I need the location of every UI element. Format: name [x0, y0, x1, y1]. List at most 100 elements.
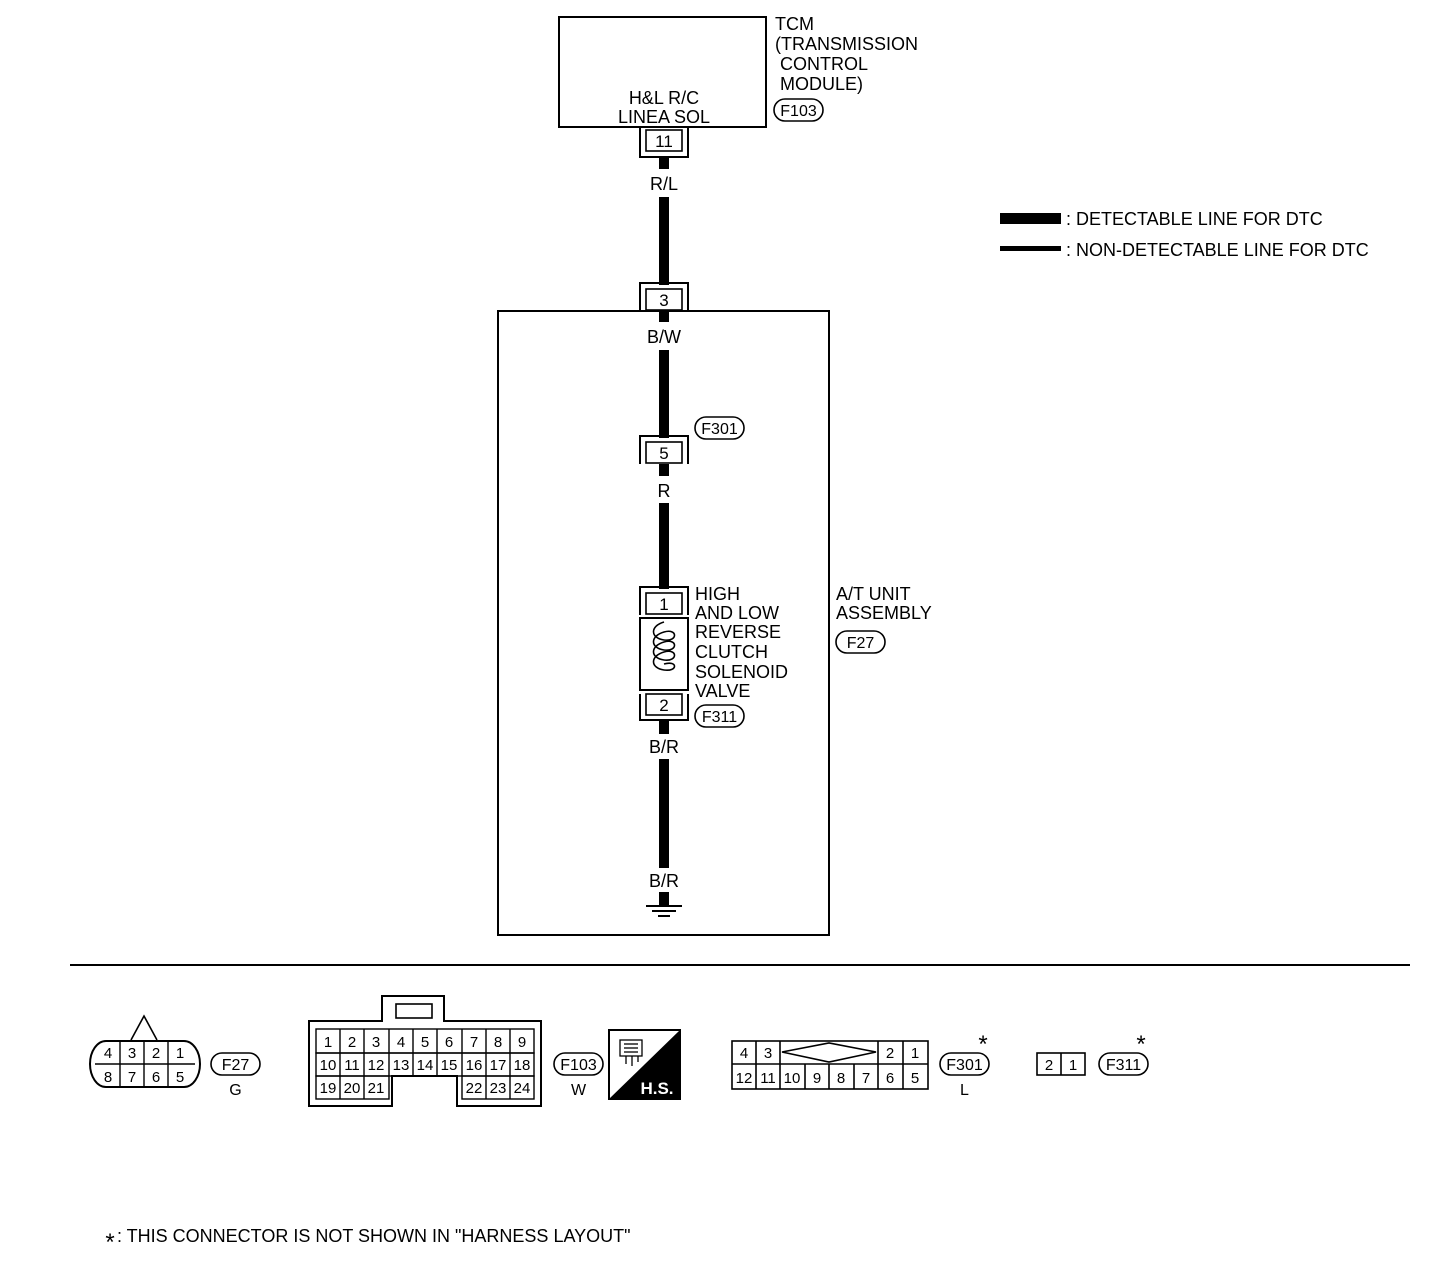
- tcm-terminal-label-1: H&L R/C: [629, 88, 699, 108]
- f103-pin: 24: [514, 1080, 531, 1097]
- wire-segment: [659, 464, 669, 476]
- at-unit-connector-badge: [835, 630, 886, 654]
- junction-connector-id: F301: [701, 421, 738, 438]
- wire-segment: [659, 312, 669, 322]
- tcm-connector-badge: [773, 98, 824, 122]
- f27-id: F27: [222, 1057, 250, 1074]
- wire-segment: [659, 157, 669, 169]
- f103-pin: 23: [490, 1080, 507, 1097]
- solenoid-name-6: VALVE: [695, 681, 750, 701]
- f103-pin: 15: [441, 1057, 458, 1074]
- f301-pin: 12: [736, 1070, 753, 1087]
- f103-pin: 17: [490, 1057, 507, 1074]
- wire-color-br-upper: B/R: [649, 737, 679, 757]
- at-unit-name-1: A/T UNIT: [836, 584, 911, 604]
- wire-color-br-lower: B/R: [649, 871, 679, 891]
- f27-pin: 2: [152, 1045, 160, 1062]
- tcm-name-line-2: (TRANSMISSION: [775, 34, 918, 54]
- connector-f301: 4 3 2 1 12 11 10 9 8 7 6 5 F301 * L: [731, 1031, 990, 1099]
- solenoid-body: [639, 617, 689, 691]
- wire-segment: [659, 197, 669, 285]
- f103-pin: 21: [368, 1080, 385, 1097]
- f301-badge: [939, 1052, 990, 1076]
- f301-pin: 9: [813, 1070, 821, 1087]
- wire-color-r: R: [658, 481, 671, 501]
- f103-pin: 18: [514, 1057, 531, 1074]
- f27-pin: 4: [104, 1045, 112, 1062]
- f301-pin: 5: [911, 1070, 919, 1087]
- wire-segment: [659, 503, 669, 589]
- coil-icon: [652, 621, 676, 671]
- f103-pin: 3: [372, 1034, 380, 1051]
- at-unit-name-2: ASSEMBLY: [836, 603, 932, 623]
- tcm-connector-id: F103: [780, 103, 817, 120]
- f301-mark: *: [978, 1031, 987, 1058]
- f103-pin: 1: [324, 1034, 332, 1051]
- f103-pin: 4: [397, 1034, 405, 1051]
- f301-pin: 4: [740, 1045, 748, 1062]
- f103-badge: [553, 1052, 604, 1076]
- legend-non-detectable: : NON-DETECTABLE LINE FOR DTC: [1066, 240, 1369, 260]
- legend-thin-line: [1000, 246, 1061, 251]
- solenoid-connector-id: F311: [702, 709, 737, 726]
- junction-connector-badge: [694, 416, 745, 440]
- f27-badge: [210, 1052, 261, 1076]
- f311-id: F311: [1106, 1057, 1141, 1074]
- f103-pin: 13: [393, 1057, 410, 1074]
- junction-socket: [639, 435, 689, 464]
- solenoid-name-4: CLUTCH: [695, 642, 768, 662]
- f27-pin: 7: [128, 1069, 136, 1086]
- f103-pin: 6: [445, 1034, 453, 1051]
- f301-pin: 10: [784, 1070, 801, 1087]
- solenoid-name-2: AND LOW: [695, 603, 779, 623]
- footnote-mark: *: [105, 1229, 114, 1256]
- f103-color: W: [571, 1082, 587, 1099]
- legend-detectable: : DETECTABLE LINE FOR DTC: [1066, 209, 1323, 229]
- tcm-pin-number: 11: [655, 132, 673, 151]
- junction-pin-box: [645, 441, 683, 464]
- solenoid-name-1: HIGH: [695, 584, 740, 604]
- connector-icon: [619, 1039, 643, 1066]
- tcm-name-line-4: MODULE): [780, 74, 863, 94]
- harness-side-icon: H.S.: [608, 1029, 681, 1100]
- f103-pin: 16: [466, 1057, 483, 1074]
- f311-pin: 2: [1045, 1057, 1053, 1074]
- harness-wires: R/L B/W R B/R B/R: [647, 157, 681, 906]
- wire-segment: [659, 759, 669, 868]
- f27-housing: [89, 1040, 201, 1088]
- legend-thick-line: [1000, 213, 1061, 224]
- solenoid-pin-1: 1: [659, 595, 668, 614]
- f103-pin: 8: [494, 1034, 502, 1051]
- f301-color: L: [960, 1082, 969, 1099]
- connector-f311: 2 1 F311 *: [1036, 1031, 1149, 1076]
- f27-pin: 5: [176, 1069, 184, 1086]
- wire-segment: [659, 892, 669, 906]
- f311-pin: 1: [1069, 1057, 1077, 1074]
- footnote-text: : THIS CONNECTOR IS NOT SHOWN IN "HARNES…: [117, 1226, 631, 1246]
- f103-pin: 12: [368, 1057, 385, 1074]
- solenoid-name-5: SOLENOID: [695, 662, 788, 682]
- ground-icon: [646, 905, 682, 917]
- tcm-box: [558, 16, 767, 128]
- f301-pin: 11: [760, 1070, 776, 1087]
- f103-id: F103: [560, 1057, 597, 1074]
- f311-badge: [1098, 1052, 1149, 1076]
- at-unit-pin-box: [645, 288, 683, 311]
- solenoid-bottom-socket: [639, 694, 689, 721]
- connector-f103: 1 2 3 4 5 6 7 8 9 10 11 12 13 14 15 16 1…: [308, 995, 604, 1107]
- wire-segment: [659, 720, 669, 734]
- f103-pin: 11: [344, 1057, 360, 1074]
- f103-pin: 5: [421, 1034, 429, 1051]
- solenoid-pin-2-box: [645, 693, 683, 716]
- f27-pin: 1: [176, 1045, 184, 1062]
- f103-latch: [395, 1003, 433, 1019]
- wire-segment: [659, 350, 669, 438]
- f27-color: G: [229, 1082, 241, 1099]
- f301-pin: 3: [764, 1045, 772, 1062]
- solenoid-pin-1-box: [645, 592, 683, 615]
- f103-pin: 19: [320, 1080, 337, 1097]
- f103-pin: 20: [344, 1080, 361, 1097]
- wire-color-bw: B/W: [647, 327, 681, 347]
- solenoid-valve: 1 2 HIGH AND LOW REVERSE CLUTCH SOLENOID…: [639, 584, 788, 728]
